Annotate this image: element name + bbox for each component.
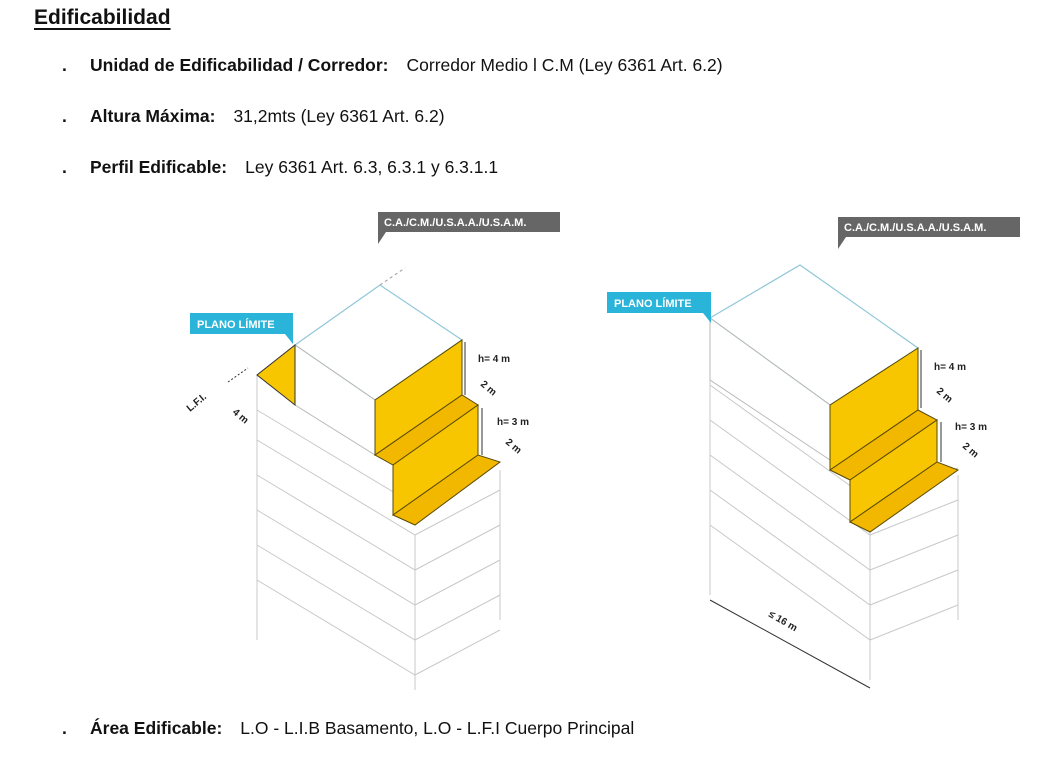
item-label: Perfil Edificable:	[90, 157, 228, 177]
dim-2m-right-2: 2 m	[960, 441, 980, 461]
item-value: Ley 6361 Art. 6.3, 6.3.1 y 6.3.1.1	[245, 157, 499, 177]
svg-text:C.A./C.M./U.S.A.A./U.S.A.M.: C.A./C.M./U.S.A.A./U.S.A.M.	[384, 217, 526, 229]
item-value: Corredor Medio l C.M (Ley 6361 Art. 6.2)	[406, 55, 723, 75]
dim-h3-left: h= 3 m	[497, 417, 529, 428]
dim-2m-right-1: 2 m	[934, 386, 954, 406]
bullet: .	[62, 157, 67, 177]
svg-text:C.A./C.M./U.S.A.A./U.S.A.M.: C.A./C.M./U.S.A.A./U.S.A.M.	[844, 222, 986, 234]
dim-h4-left: h= 4 m	[478, 354, 510, 365]
zones-tag-left: C.A./C.M./U.S.A.A./U.S.A.M.	[378, 212, 560, 244]
dim-h4-right: h= 4 m	[934, 362, 966, 373]
list-item-altura: . Altura Máxima: 31,2mts (Ley 6361 Art. …	[62, 106, 445, 127]
list-item-perfil: . Perfil Edificable: Ley 6361 Art. 6.3, …	[62, 157, 498, 178]
item-value: 31,2mts (Ley 6361 Art. 6.2)	[233, 106, 445, 126]
list-item-unidad: . Unidad de Edificabilidad / Corredor: C…	[62, 55, 723, 76]
bullet: .	[62, 718, 67, 738]
bullet: .	[62, 55, 67, 75]
zones-tag-right: C.A./C.M./U.S.A.A./U.S.A.M.	[838, 217, 1020, 249]
item-value: L.O - L.I.B Basamento, L.O - L.F.I Cuerp…	[240, 718, 635, 738]
dim-base-right: ≤ 16 m	[767, 609, 799, 634]
plano-limite-tag-right: PLANO LÍMITE	[607, 292, 711, 323]
item-label: Unidad de Edificabilidad / Corredor:	[90, 55, 389, 75]
plano-limite-wedge	[256, 343, 296, 407]
list-item-area: . Área Edificable: L.O - L.I.B Basamento…	[62, 718, 634, 739]
plano-limite-tag-left: PLANO LÍMITE	[190, 313, 293, 344]
svg-text:PLANO LÍMITE: PLANO LÍMITE	[614, 297, 692, 310]
section-heading: Edificabilidad	[34, 6, 171, 29]
dim-h3-right: h= 3 m	[955, 422, 987, 433]
item-label: Altura Máxima:	[90, 106, 216, 126]
bullet: .	[62, 106, 67, 126]
svg-text:PLANO LÍMITE: PLANO LÍMITE	[197, 318, 275, 331]
item-label: Área Edificable:	[90, 718, 223, 738]
